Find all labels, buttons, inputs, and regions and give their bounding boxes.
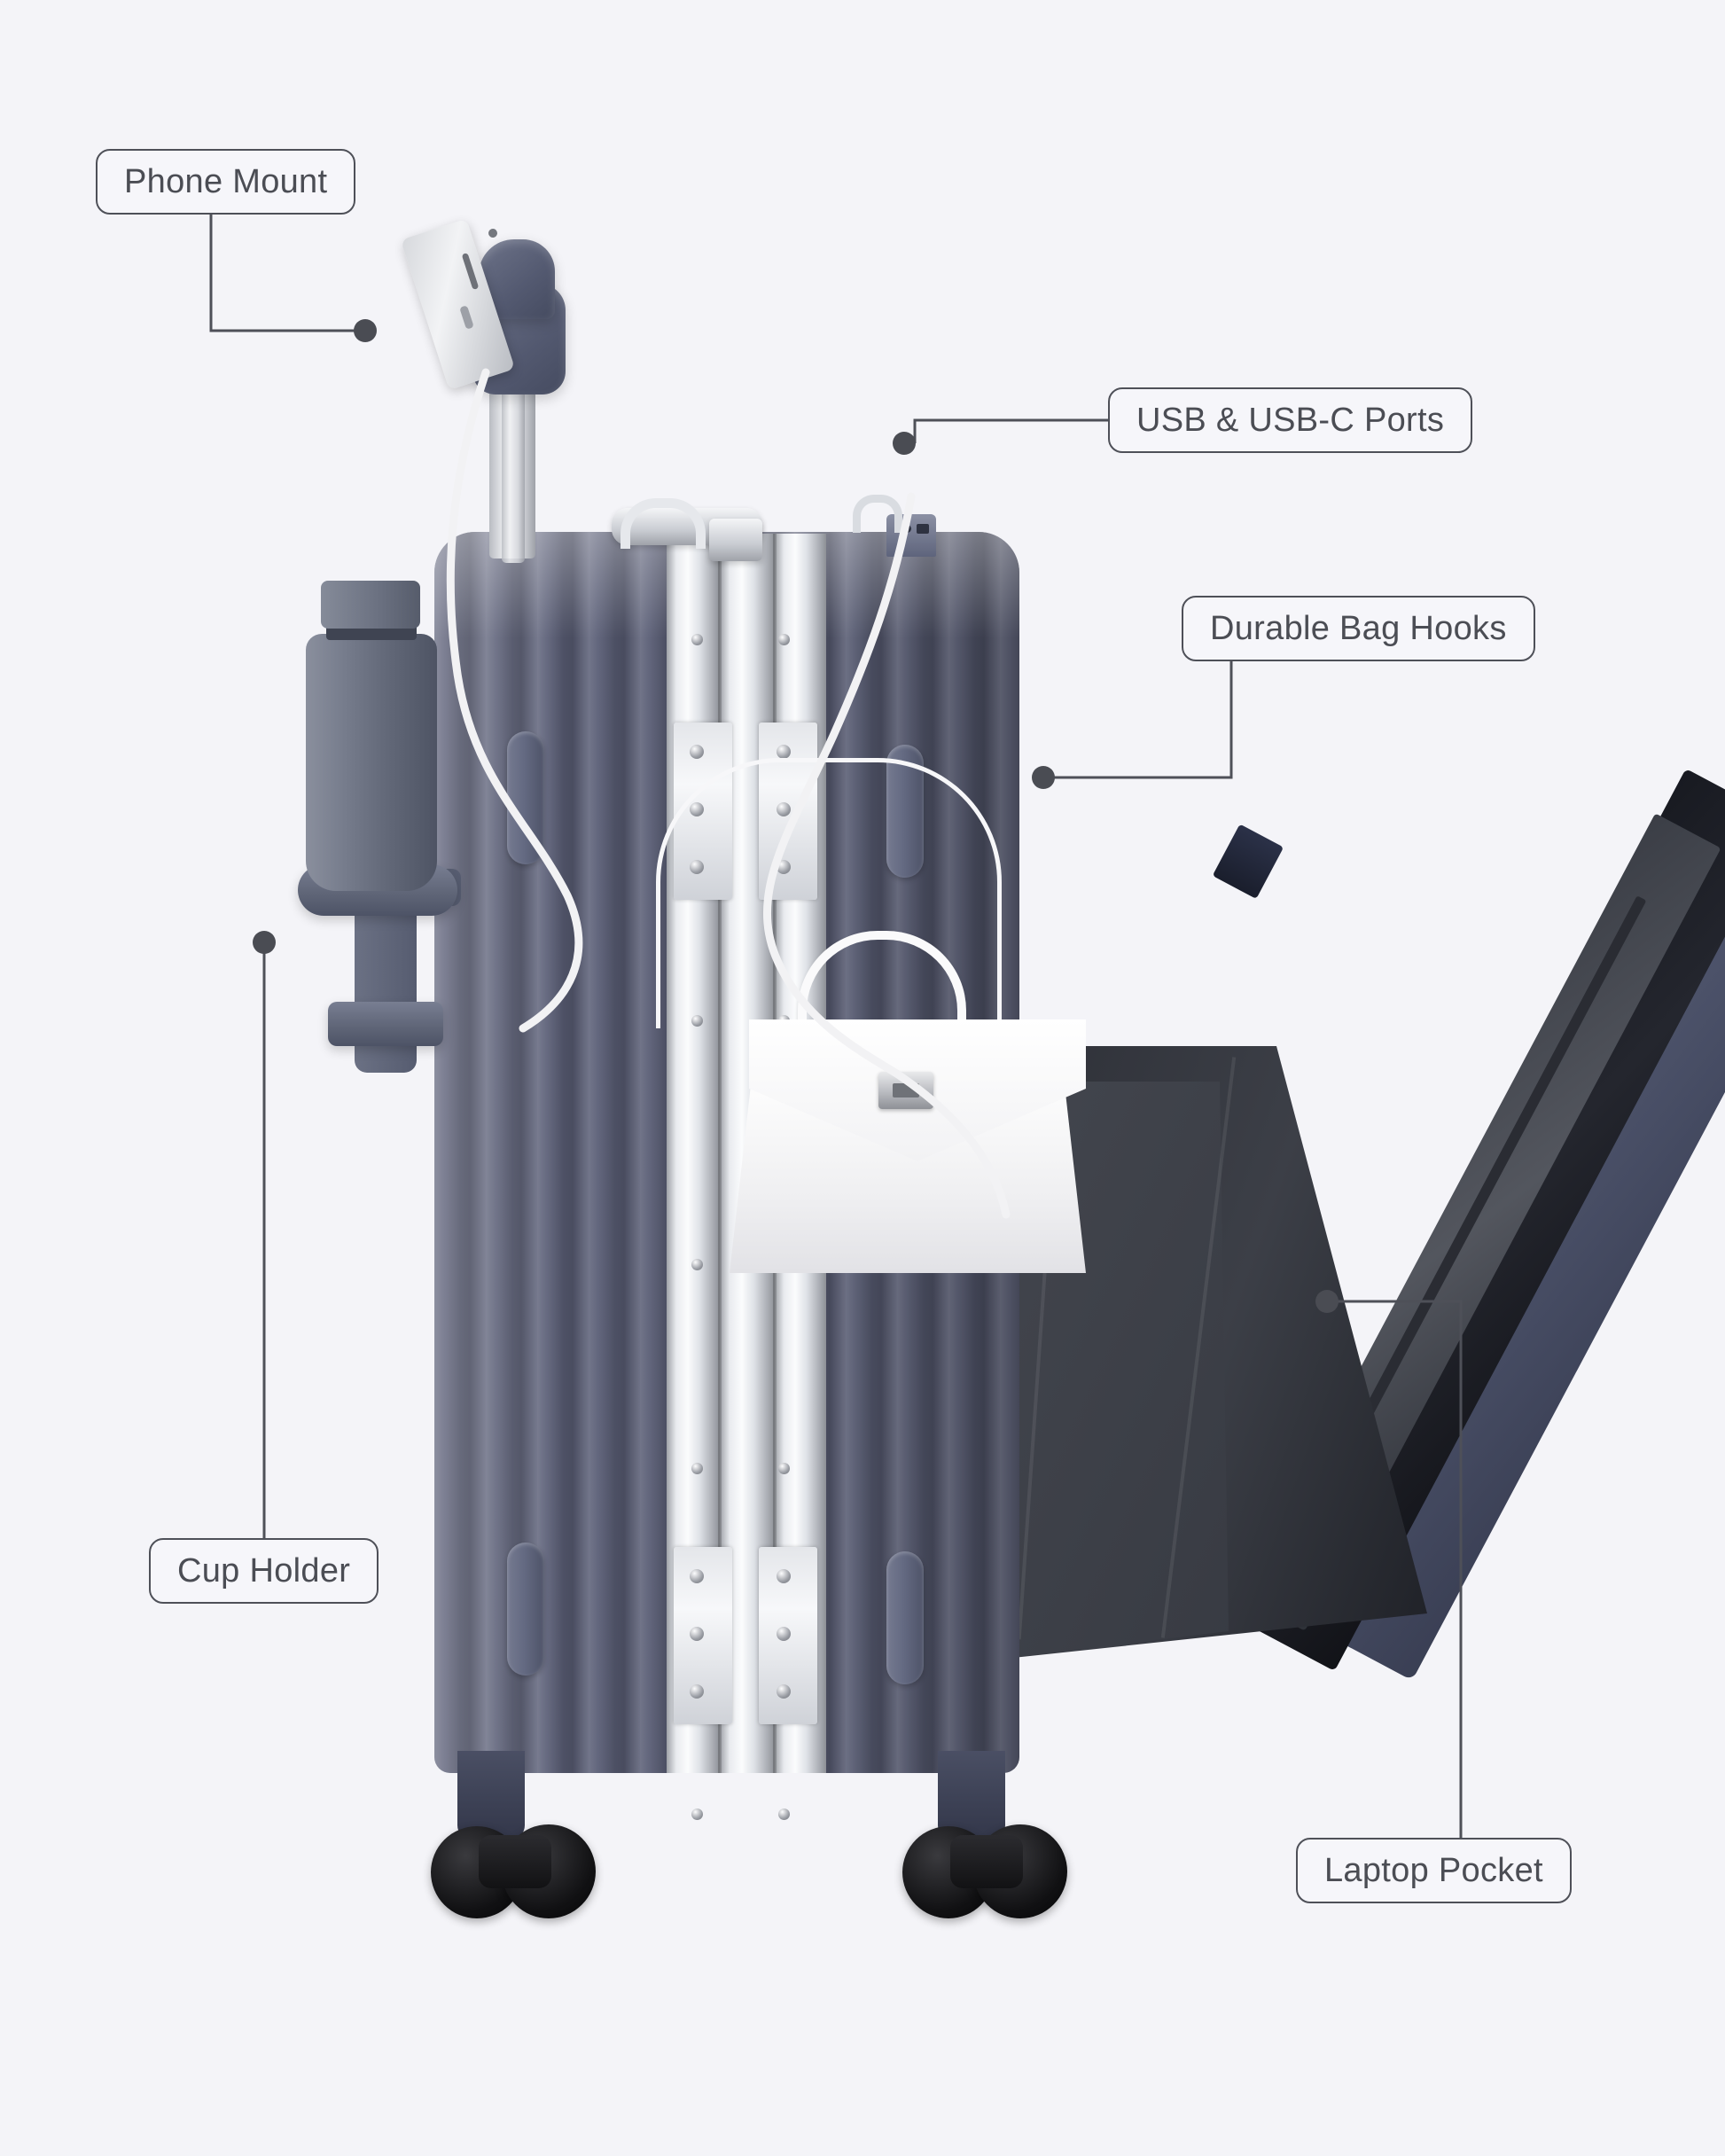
side-grab-handle[interactable] [886, 1551, 924, 1684]
side-grab-handle[interactable] [507, 1543, 544, 1676]
tablet-camera [487, 227, 499, 239]
callout-label: Durable Bag Hooks [1210, 609, 1507, 647]
bag-hook-left[interactable] [621, 498, 706, 549]
channel-rivet [778, 1808, 790, 1820]
hinge-rivet [777, 1569, 791, 1583]
lid-latch-clip [1212, 824, 1284, 900]
hinge-rivet [777, 1684, 791, 1699]
side-grab-handle[interactable] [507, 731, 544, 864]
cup-holder-stem [355, 895, 417, 1073]
hinge-rivet [777, 1627, 791, 1641]
channel-rivet [691, 634, 703, 645]
cup-holder-base [328, 1002, 443, 1046]
callout-label: Cup Holder [177, 1551, 351, 1590]
callout-label: USB & USB-C Ports [1136, 401, 1445, 439]
wheel-caster-front-right [938, 1751, 1005, 1840]
carry-handle-mount [709, 519, 762, 561]
callout-bag-hooks[interactable]: Durable Bag Hooks [1182, 596, 1535, 661]
hinge-rivet [690, 1569, 704, 1583]
channel-rivet [691, 1463, 703, 1474]
hinge-rivet [690, 1684, 704, 1699]
handbag-turnlock-bar [893, 1083, 919, 1098]
bottle-cap [321, 581, 420, 629]
callout-usb-ports[interactable]: USB & USB-C Ports [1108, 387, 1473, 453]
channel-rivet [691, 1808, 703, 1820]
channel-rivet [691, 1259, 703, 1270]
bag-hook-right[interactable] [853, 495, 902, 533]
channel-rivet [778, 1463, 790, 1474]
channel-rivet [778, 634, 790, 645]
usb-a-port-icon [917, 524, 929, 534]
hinge-rivet [690, 745, 704, 759]
callout-label: Laptop Pocket [1324, 1851, 1543, 1889]
wheel-hub [479, 1835, 551, 1888]
water-bottle [306, 634, 437, 891]
hinge-rivet [690, 1627, 704, 1641]
wheel-caster-front-left [457, 1751, 525, 1840]
callout-cup-holder[interactable]: Cup Holder [149, 1538, 379, 1604]
callout-label: Phone Mount [124, 162, 328, 200]
callout-phone-mount[interactable]: Phone Mount [96, 149, 356, 215]
channel-groove [718, 534, 722, 1773]
callout-laptop-pocket[interactable]: Laptop Pocket [1296, 1838, 1572, 1903]
wheel-hub [950, 1835, 1023, 1888]
hinge-rivet [777, 745, 791, 759]
